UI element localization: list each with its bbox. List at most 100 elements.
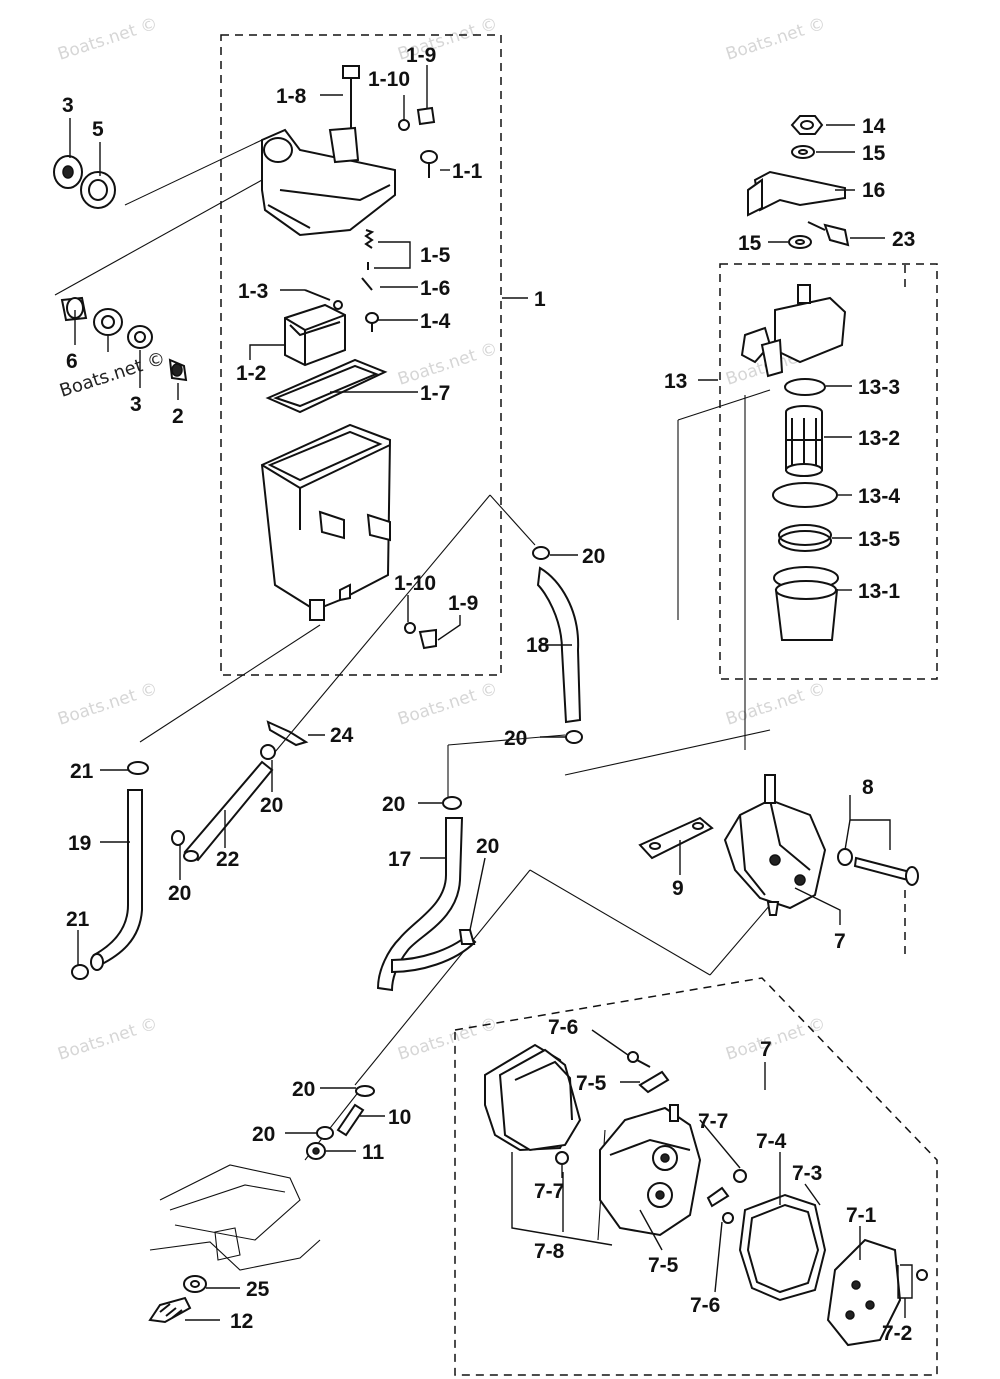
callout-7-5-bottom: 7-5 — [648, 1254, 679, 1277]
group-box-fuel-pump — [454, 977, 938, 1376]
callout-7-2: 7-2 — [882, 1322, 912, 1345]
callout-1-7: 1-7 — [420, 382, 450, 405]
washer-15-top — [791, 145, 815, 159]
clip-21-bottom — [71, 964, 89, 980]
hose-18 — [536, 566, 582, 724]
washer-1-10-bottom — [404, 622, 416, 634]
callout-3-lower: 3 — [130, 393, 142, 416]
hose-19 — [90, 789, 143, 971]
watermark: Boats.net © — [723, 1014, 828, 1065]
callout-7: 7 — [834, 930, 846, 953]
callout-21-top: 21 — [70, 760, 94, 783]
group-box-vapor-separator — [220, 34, 502, 676]
callout-9: 9 — [672, 877, 684, 900]
screw-7-7-right — [733, 1169, 747, 1183]
callout-5: 5 — [92, 118, 104, 141]
o-ring-13-4 — [772, 482, 838, 508]
clip-21-top — [127, 761, 149, 775]
screw-7-2 — [916, 1269, 928, 1281]
callout-20-b: 20 — [504, 727, 527, 750]
callout-18: 18 — [526, 634, 550, 657]
callout-21-bottom: 21 — [66, 908, 90, 931]
clip-24 — [266, 720, 309, 747]
leader-lines — [69, 65, 913, 1321]
callout-20-f: 20 — [476, 835, 499, 858]
callout-1-4: 1-4 — [420, 310, 451, 333]
fuel-pump-7 — [723, 774, 827, 916]
ring-13-5 — [778, 524, 832, 552]
valve-7-5-bottom — [706, 1186, 730, 1208]
callout-7-1: 7-1 — [846, 1204, 877, 1227]
separator-cover — [261, 126, 396, 237]
clip-20-d — [171, 830, 185, 846]
callout-1-3: 1-3 — [238, 280, 268, 303]
callout-labels: 3 5 1-8 1-10 1-9 1-1 1-5 1-6 1-3 1-4 1 1… — [62, 44, 915, 1345]
callout-13-5: 13-5 — [858, 528, 900, 551]
callout-20-e: 20 — [382, 793, 405, 816]
watermark: Boats.net © — [55, 14, 160, 65]
callout-13: 13 — [664, 370, 687, 393]
callout-7-8: 7-8 — [534, 1240, 565, 1263]
bolt-23 — [807, 221, 850, 247]
diaphragm-7-4 — [738, 1193, 827, 1302]
clip-20-b — [565, 730, 583, 744]
watermark: Boats.net © — [395, 1014, 500, 1065]
gasket-1-7 — [265, 358, 388, 414]
callout-20-h: 20 — [252, 1123, 275, 1146]
grommet-4 — [93, 308, 123, 336]
nut-11 — [306, 1142, 326, 1160]
callout-13-3: 13-3 — [858, 376, 900, 399]
callout-3: 3 — [62, 94, 74, 117]
callout-7-6-top: 7-6 — [548, 1016, 578, 1039]
callout-7-7-right: 7-7 — [698, 1110, 728, 1133]
pin-1-3 — [304, 289, 343, 310]
hose-22 — [183, 760, 274, 862]
clip-20-g — [355, 1085, 375, 1097]
callout-22: 22 — [216, 848, 239, 871]
callout-24: 24 — [330, 724, 354, 747]
callout-13-4: 13-4 — [858, 485, 900, 508]
callout-1-8: 1-8 — [276, 85, 307, 108]
callout-7-5-top: 7-5 — [576, 1072, 607, 1095]
callout-17: 17 — [388, 848, 411, 871]
washer-15-lower — [788, 235, 812, 249]
callout-7-7-left: 7-7 — [534, 1180, 564, 1203]
fitting-1-9-top — [416, 106, 436, 126]
filter-cup-13-1 — [773, 566, 839, 641]
separator-body — [260, 423, 392, 621]
hose-17 — [376, 817, 477, 992]
callout-1-10-bottom: 1-10 — [394, 572, 436, 595]
clip-20-a — [532, 546, 550, 560]
callout-7-group: 7 — [760, 1038, 772, 1061]
washer-3-lower — [127, 325, 153, 349]
screw-8 — [837, 848, 919, 886]
fitting-12 — [148, 1296, 192, 1324]
watermark: Boats.net © — [723, 14, 828, 65]
watermark: Boats.net © — [55, 679, 160, 730]
clip-20-e — [442, 796, 462, 810]
filter-element-13-2 — [785, 405, 823, 477]
callout-15-lower: 15 — [738, 232, 762, 255]
callout-12: 12 — [230, 1310, 253, 1333]
clip-20-c — [260, 744, 276, 760]
callout-7-3: 7-3 — [792, 1162, 822, 1185]
grommet-5 — [80, 171, 116, 209]
washer-1-10-top — [398, 119, 410, 131]
callout-20-g: 20 — [292, 1078, 315, 1101]
callout-11: 11 — [362, 1141, 385, 1164]
callout-1-5: 1-5 — [420, 244, 451, 267]
washer-25 — [183, 1275, 207, 1293]
callout-1-9-bottom: 1-9 — [448, 592, 478, 615]
callout-25: 25 — [246, 1278, 270, 1301]
screw-7-6-top — [627, 1051, 651, 1068]
spring-1-5 — [364, 229, 375, 270]
callout-1-1: 1-1 — [452, 160, 483, 183]
cover-7-1 — [826, 1238, 902, 1347]
callout-13-1: 13-1 — [858, 580, 900, 603]
callout-2: 2 — [172, 405, 184, 428]
parts — [53, 65, 928, 1347]
callout-23: 23 — [892, 228, 915, 251]
clip-20-h — [316, 1126, 334, 1140]
callout-1-6: 1-6 — [420, 277, 450, 300]
